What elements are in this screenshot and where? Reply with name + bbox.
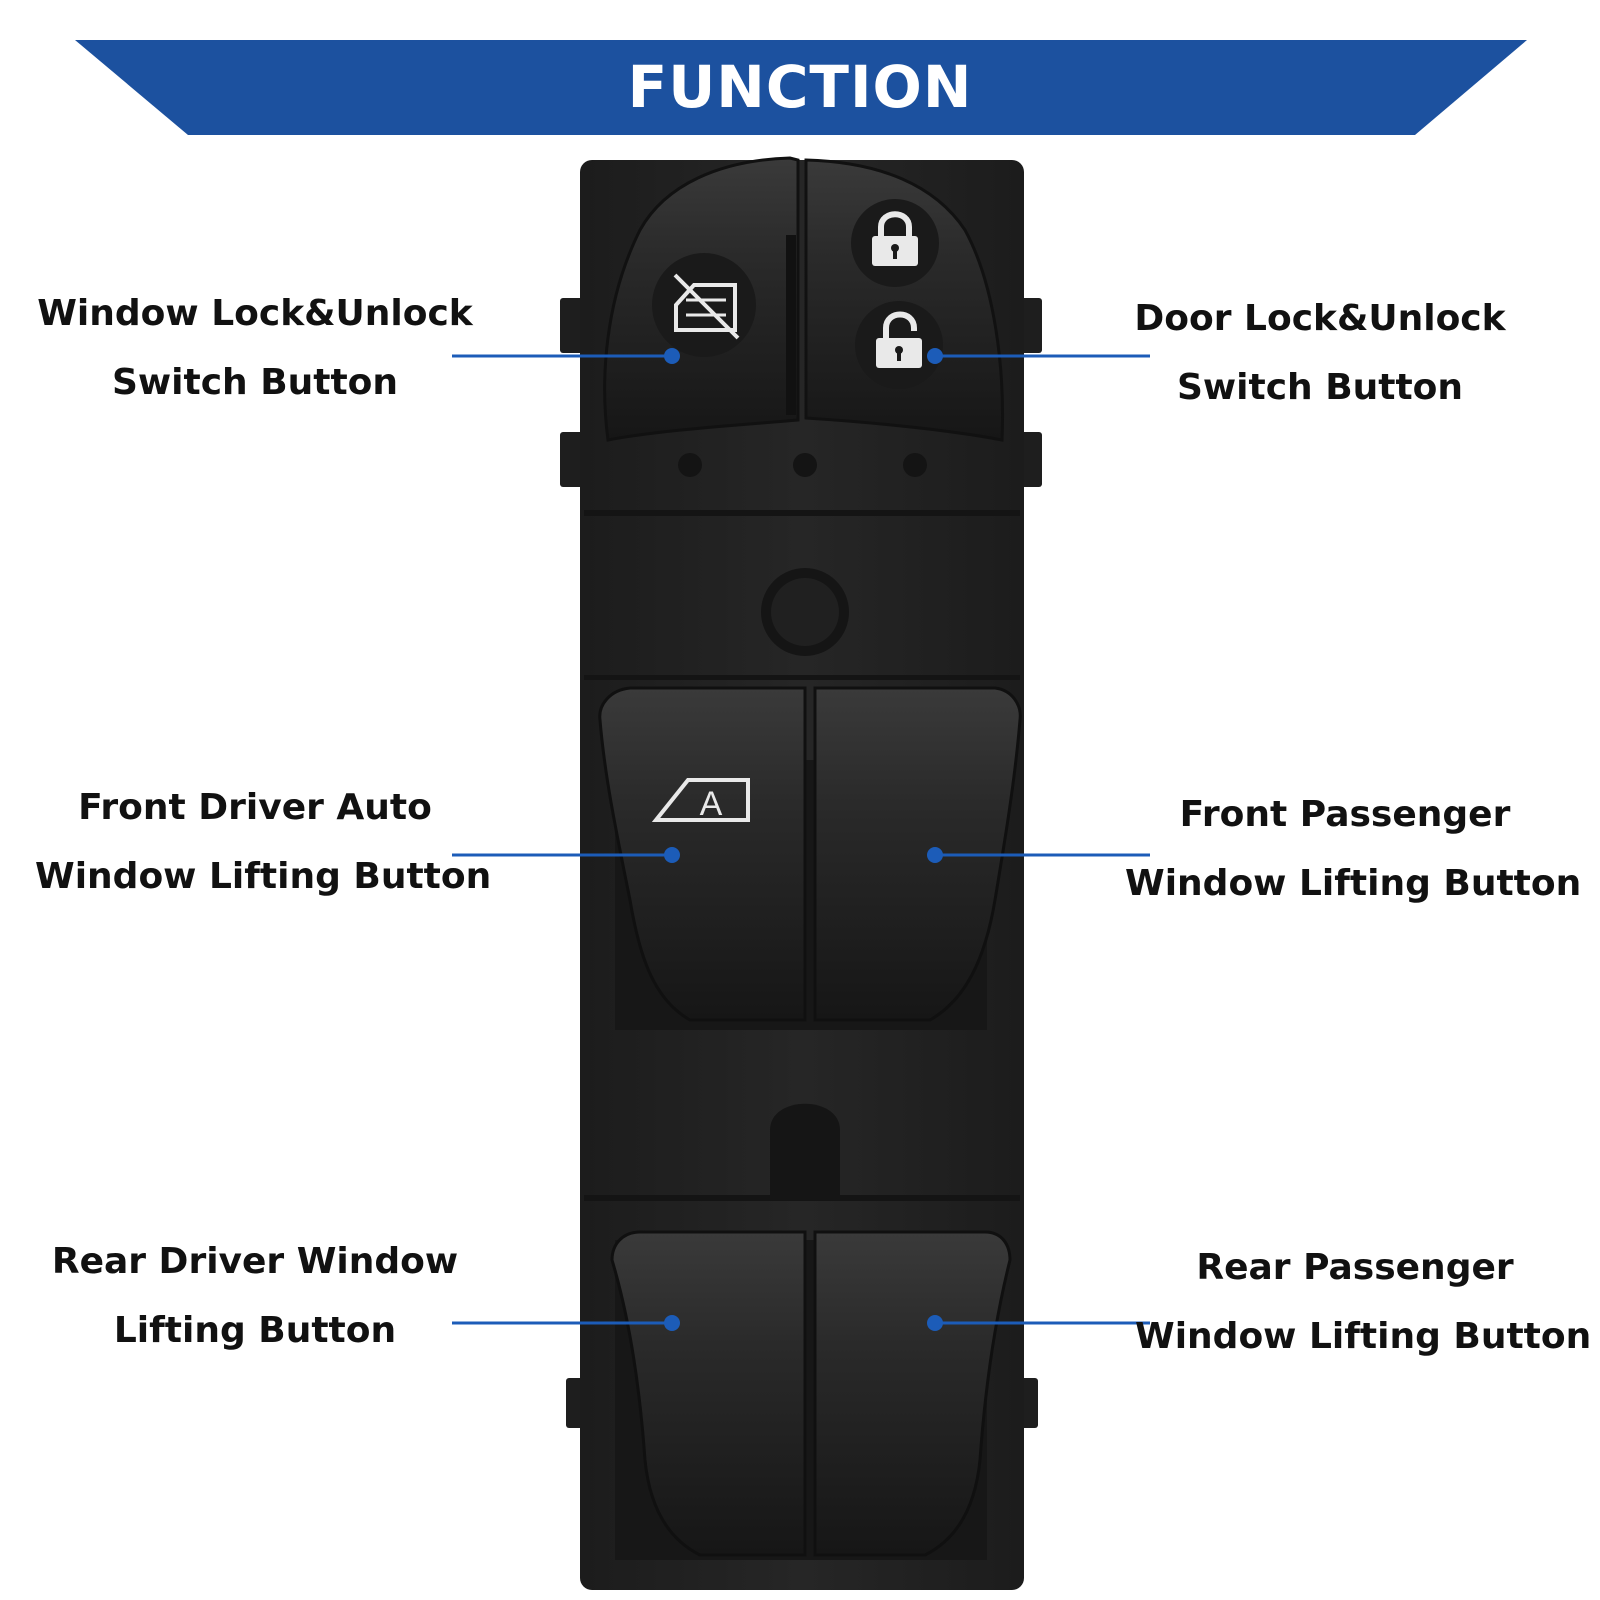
label-window-lock: Window Lock&Unlock Switch Button <box>35 296 475 401</box>
rear-driver-window-button[interactable] <box>610 1230 807 1557</box>
label-window-lock-line2: Switch Button <box>111 362 399 403</box>
label-front-passenger: Front Passenger Window Lifting Button <box>1125 794 1582 904</box>
label-rear-driver-line2: Lifting Button <box>113 1310 397 1351</box>
label-rear-driver-line1: Rear Driver Window <box>51 1241 459 1282</box>
label-rear-passenger-line1: Rear Passenger <box>1196 1247 1514 1288</box>
indicator-dots <box>678 453 927 477</box>
label-front-passenger-line2: Window Lifting Button <box>1125 863 1582 904</box>
front-window-buttons <box>598 686 1022 1030</box>
rear-passenger-window-button[interactable] <box>813 1230 1012 1557</box>
label-rear-driver: Rear Driver Window Lifting Button <box>35 1244 475 1349</box>
label-front-passenger-line1: Front Passenger <box>1179 794 1511 835</box>
padlock-closed-icon <box>851 199 939 287</box>
front-driver-window-button[interactable] <box>598 686 807 1022</box>
label-rear-passenger-line2: Window Lifting Button <box>1135 1316 1592 1357</box>
label-door-lock-line2: Switch Button <box>1176 367 1464 408</box>
label-window-lock-line1: Window Lock&Unlock <box>37 293 473 334</box>
middle-notch <box>770 1103 840 1200</box>
label-front-driver-line1: Front Driver Auto <box>78 787 432 828</box>
label-front-driver: Front Driver Auto Window Lifting Button <box>35 787 492 897</box>
header-banner: FUNCTION <box>0 0 1600 140</box>
padlock-open-icon <box>855 301 943 389</box>
front-passenger-window-button[interactable] <box>813 686 1022 1022</box>
auto-window-letter: A <box>700 785 723 823</box>
rear-window-buttons <box>610 1230 1012 1560</box>
label-rear-passenger: Rear Passenger Window Lifting Button <box>1135 1247 1592 1357</box>
banner-shape <box>75 40 1527 135</box>
auto-window-icon: A <box>651 778 750 823</box>
label-front-driver-line2: Window Lifting Button <box>35 856 492 897</box>
page-title: FUNCTION <box>627 53 973 121</box>
label-door-lock: Door Lock&Unlock Switch Button <box>1100 301 1540 406</box>
mounting-boss <box>761 568 849 656</box>
label-door-lock-line1: Door Lock&Unlock <box>1134 298 1506 339</box>
window-lock-icon <box>652 253 756 357</box>
